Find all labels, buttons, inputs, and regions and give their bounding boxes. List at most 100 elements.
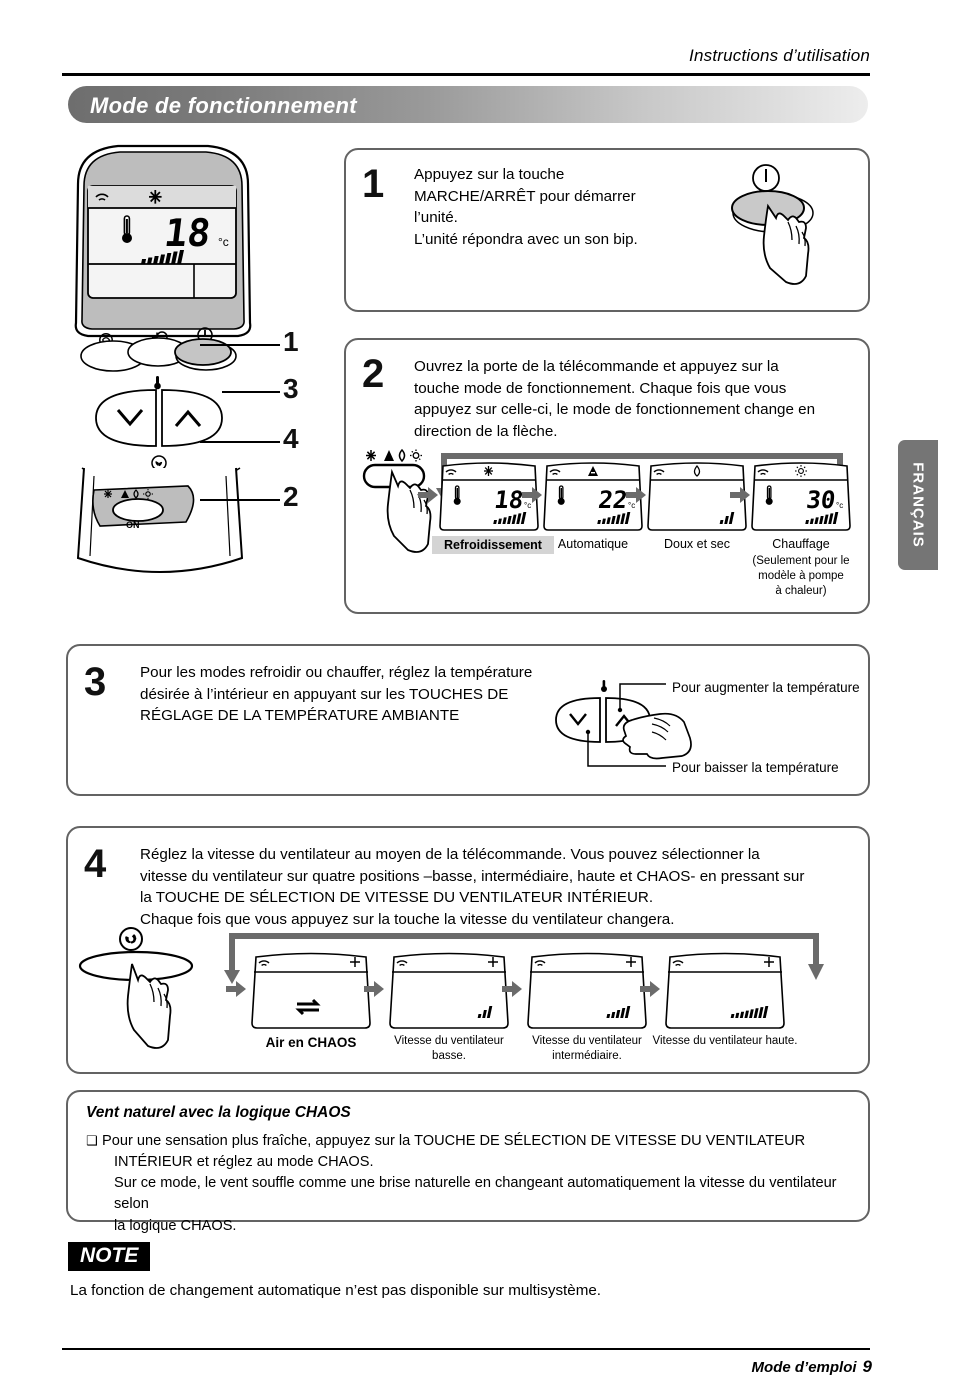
chaos-line-2: INTÉRIEUR et réglez au mode CHAOS. bbox=[114, 1154, 374, 1171]
callout-number-2: 2 bbox=[283, 481, 299, 512]
step-1-line-1: Appuyez sur la touche bbox=[414, 166, 565, 183]
snowflake-icon bbox=[149, 190, 162, 204]
mode-press-illustration bbox=[362, 448, 432, 553]
plus-icon bbox=[350, 957, 360, 967]
signal-icon bbox=[672, 960, 684, 967]
mode-label-2: Automatique bbox=[557, 537, 629, 551]
mode-temperature: 22 bbox=[597, 486, 629, 514]
mode-display-3 bbox=[647, 462, 747, 531]
signal-icon bbox=[653, 469, 665, 476]
mode-icons-row bbox=[104, 489, 153, 499]
chaos-bullet-icon: ❑ bbox=[86, 1133, 98, 1148]
callout-number-4: 4 bbox=[283, 423, 299, 454]
mode-label-1: Refroidissement bbox=[432, 536, 554, 555]
thermometer-icon bbox=[557, 485, 565, 505]
hand-icon bbox=[762, 203, 810, 285]
lcd-fan-bars bbox=[805, 512, 839, 525]
remote-callouts bbox=[200, 344, 280, 501]
sun-icon bbox=[143, 489, 153, 499]
fan-press-illustration bbox=[78, 927, 194, 1049]
mode-display-1: 18°c bbox=[439, 462, 539, 531]
signal-icon bbox=[258, 960, 270, 967]
hand-icon bbox=[126, 963, 172, 1049]
step-2-line-2: touche mode de fonctionnement. Chaque fo… bbox=[414, 379, 787, 397]
language-tab-label: FRANÇAIS bbox=[909, 462, 927, 548]
lcd-fan-bars bbox=[597, 512, 631, 525]
sun-icon bbox=[795, 465, 807, 477]
mode-label-3: Doux et sec bbox=[663, 537, 730, 551]
mode-unit: °c bbox=[524, 501, 531, 510]
lcd-fan-bars bbox=[730, 1006, 769, 1018]
on-label: ON bbox=[126, 520, 140, 530]
lcd-fan-bars bbox=[141, 250, 184, 264]
auto-icon bbox=[121, 490, 129, 498]
callout-increase-temperature: Pour augmenter la température bbox=[672, 680, 860, 695]
fan-icon bbox=[151, 455, 167, 471]
arrow-right-icon bbox=[522, 487, 542, 503]
dry-icon bbox=[693, 464, 701, 477]
hand-icon bbox=[622, 712, 692, 760]
lcd-fan-bars bbox=[606, 1006, 631, 1018]
arrow-right-icon bbox=[418, 487, 438, 503]
step-2-line-1: Ouvrez la porte de la télécommande et ap… bbox=[414, 358, 779, 375]
mode-temperature: 18 bbox=[493, 486, 525, 514]
step-2-line-3: appuyez sur celle-ci, le mode de fonctio… bbox=[414, 401, 816, 419]
page-title-bar: Mode de fonctionnement bbox=[68, 86, 868, 123]
lcd-unit: °c bbox=[218, 235, 229, 249]
step-2-line-4: direction de la flèche. bbox=[414, 422, 558, 440]
chevron-down-icon bbox=[116, 409, 144, 427]
temperature-icon bbox=[154, 376, 161, 390]
arrow-right-icon bbox=[226, 981, 246, 997]
callout-number-3: 3 bbox=[283, 373, 299, 404]
lcd-fan-bars bbox=[477, 1006, 493, 1018]
note-text: La fonction de changement automatique n’… bbox=[70, 1282, 602, 1299]
temperature-buttons-illustration bbox=[555, 680, 692, 767]
lcd-temperature: 18 bbox=[162, 211, 213, 255]
step-1-line-2: MARCHE/ARRÊT pour démarrer bbox=[414, 187, 636, 205]
signal-icon bbox=[445, 469, 457, 476]
arrow-right-icon bbox=[640, 981, 660, 997]
mode-display-2: 22°c bbox=[543, 462, 643, 531]
mode-unit: °c bbox=[836, 501, 843, 510]
chaos-title: Vent naturel avec la logique CHAOS bbox=[86, 1104, 351, 1121]
dry-icon bbox=[133, 489, 139, 499]
lcd-status-strip bbox=[88, 186, 236, 208]
step-4-box: 4 Réglez la vitesse du ventilateur au mo… bbox=[66, 826, 870, 1074]
step-1-number: 1 bbox=[362, 162, 385, 206]
fan-display-3 bbox=[527, 952, 647, 1029]
step-3-box: 3 Pour les modes refroidir ou chauffer, … bbox=[66, 644, 870, 796]
mode-button[interactable] bbox=[112, 498, 164, 522]
fan-display-2 bbox=[389, 952, 509, 1029]
callout-decrease-temperature: Pour baisser la température bbox=[672, 760, 839, 775]
snowflake-icon bbox=[484, 466, 493, 476]
arrow-right-icon bbox=[364, 981, 384, 997]
fan-speed-label-3: Vitesse du ventilateur intermédiaire. bbox=[532, 1035, 642, 1062]
sun-icon bbox=[410, 449, 422, 462]
arrow-right-icon bbox=[502, 981, 522, 997]
hand-icon bbox=[386, 468, 432, 553]
step-4-line-1: Réglez la vitesse du ventilateur au moye… bbox=[140, 846, 760, 863]
signal-icon bbox=[534, 960, 546, 967]
chaos-swap-icon bbox=[295, 998, 321, 1016]
thermometer-icon bbox=[122, 215, 132, 243]
temperature-down-button[interactable] bbox=[555, 697, 601, 743]
mode-icons-row bbox=[366, 448, 422, 463]
header-rule bbox=[62, 73, 870, 76]
signal-icon bbox=[549, 469, 561, 476]
auto-icon bbox=[384, 450, 394, 461]
lcd-fan-bars bbox=[493, 512, 527, 525]
callout-number-1: 1 bbox=[283, 326, 299, 357]
step-3-line-1: Pour les modes refroidir ou chauffer, ré… bbox=[140, 664, 533, 681]
step-4-line-2: vitesse du ventilateur sur quatre positi… bbox=[140, 867, 805, 885]
running-head: Instructions d’utilisation bbox=[689, 46, 870, 65]
note-badge: NOTE bbox=[68, 1242, 151, 1271]
step-4-number: 4 bbox=[84, 842, 107, 886]
step-3-line-3: RÉGLAGE DE LA TEMPÉRATURE AMBIANTE bbox=[140, 707, 460, 725]
chaos-info-box: Vent naturel avec la logique CHAOS ❑ Pou… bbox=[66, 1090, 870, 1234]
remote-control-illustration: 18 °c bbox=[74, 144, 252, 573]
step-4-line-4: Chaque fois que vous appuyez sur la touc… bbox=[140, 910, 675, 928]
step-3-number: 3 bbox=[84, 660, 107, 704]
mode-unit: °c bbox=[628, 501, 635, 510]
